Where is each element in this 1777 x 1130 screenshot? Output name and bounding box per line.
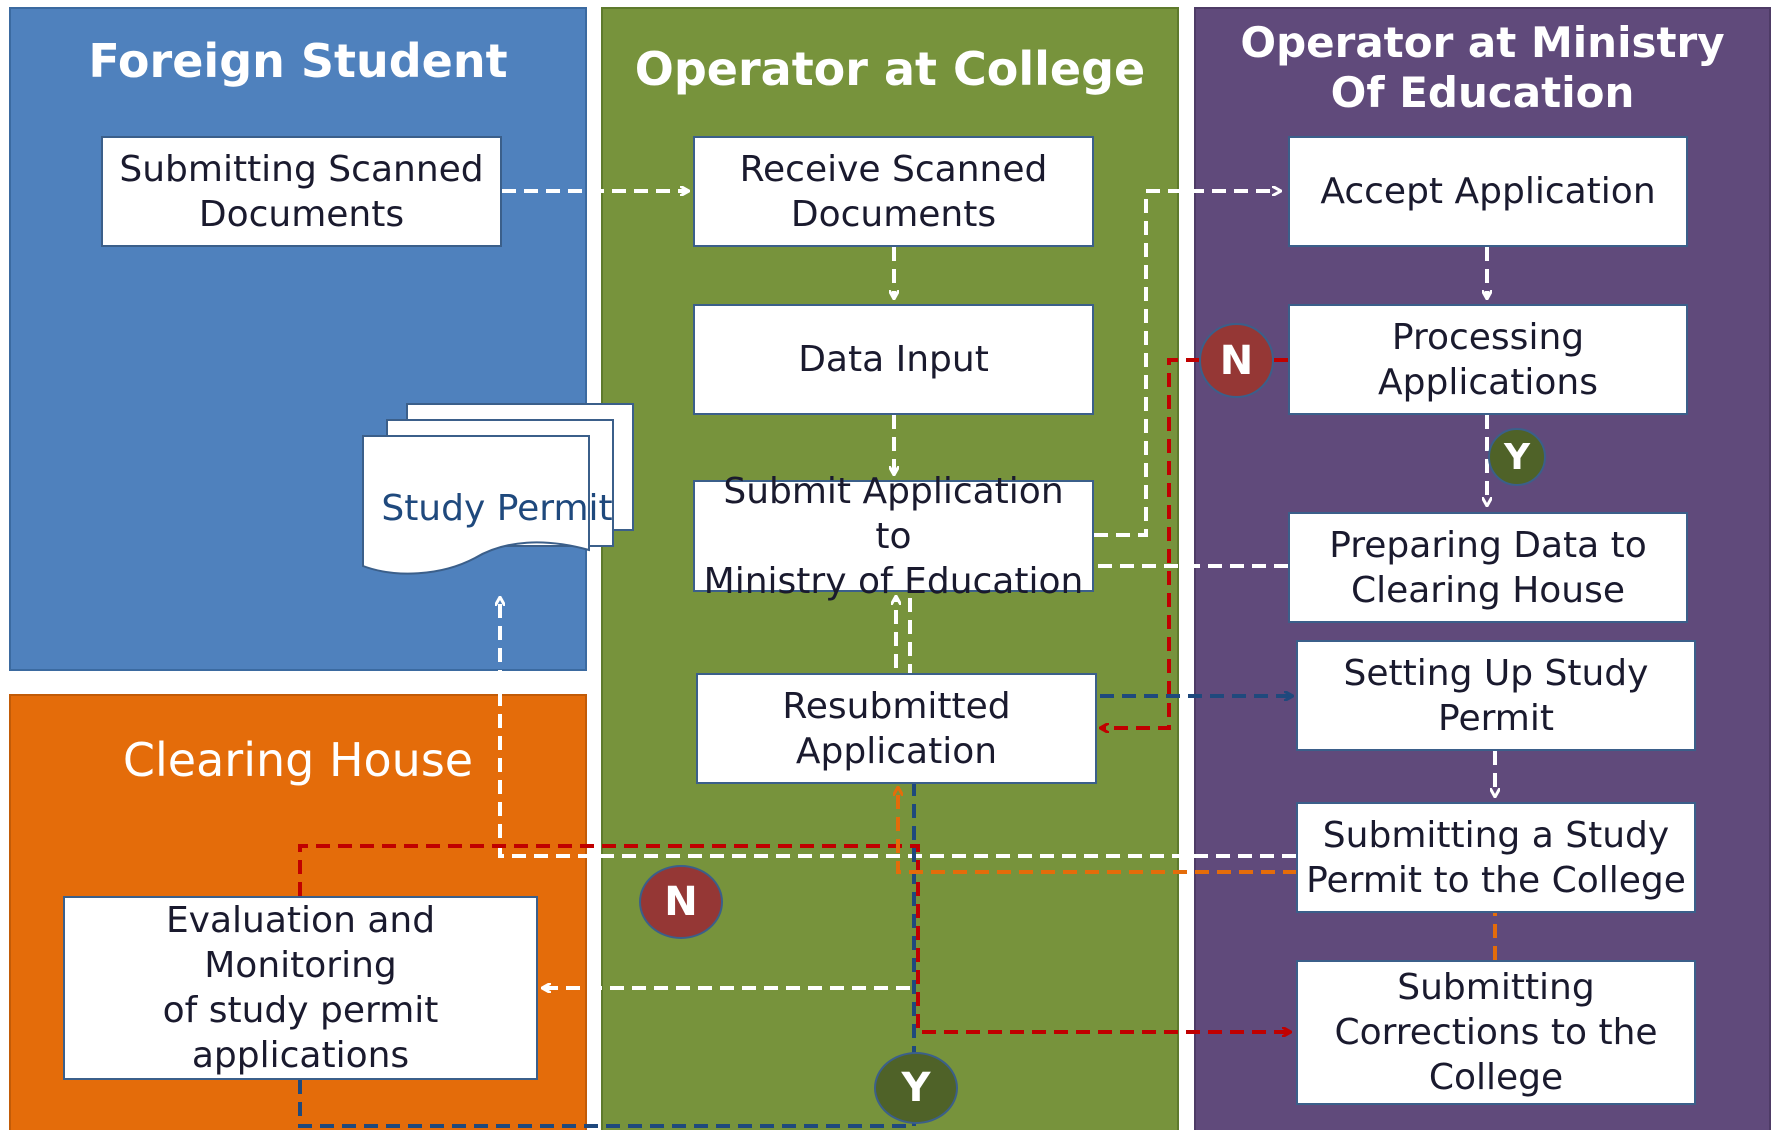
lane-title-operator-ministry: Operator at Ministry Of Education [1240, 18, 1725, 117]
step-evaluation-and-monitoring: Evaluation and Monitoring of study permi… [63, 896, 538, 1080]
study-permit-label: Study Permit [381, 488, 613, 529]
study-permit-document [362, 403, 634, 575]
lane-foreign-student [9, 7, 587, 671]
arrow-permit-to-studypermit [500, 598, 1296, 858]
step-data-input: Data Input [693, 304, 1094, 415]
lane-title-clearing-house: Clearing House [122, 733, 474, 787]
step-submitting-study-permit-to-college: Submitting a Study Permit to the College [1296, 802, 1696, 913]
arrow-processing-no-to-resubmitted [1101, 358, 1288, 728]
step-accept-application: Accept Application [1288, 136, 1688, 247]
step-receive-scanned-documents: Receive Scanned Documents [693, 136, 1094, 247]
step-processing-applications: Processing Applications [1288, 304, 1688, 415]
decision-evaluation-no-badge: N [639, 865, 723, 939]
lane-title-operator-college: Operator at College [634, 42, 1146, 96]
arrow-corrections-to-resubmitted [898, 788, 1497, 960]
step-setting-up-study-permit: Setting Up Study Permit [1296, 640, 1696, 751]
step-submitting-corrections-to-college: Submitting Corrections to the College [1296, 960, 1696, 1105]
step-submit-application-to-ministry: Submit Application to Ministry of Educat… [693, 471, 1094, 602]
step-preparing-data-to-clearing-house: Preparing Data to Clearing House [1288, 512, 1688, 623]
lane-title-foreign-student: Foreign Student [88, 34, 508, 88]
arrow-evaluation-no-to-corrections [298, 844, 1290, 1032]
decision-processing-yes-badge: Y [1488, 428, 1546, 486]
step-submitting-scanned-documents: Submitting Scanned Documents [101, 136, 502, 247]
arrow-submit-to-accept [1094, 191, 1280, 537]
decision-evaluation-yes-badge: Y [874, 1052, 958, 1124]
decision-processing-no-badge: N [1199, 323, 1274, 398]
step-resubmitted-application: Resubmitted Application [696, 673, 1097, 784]
